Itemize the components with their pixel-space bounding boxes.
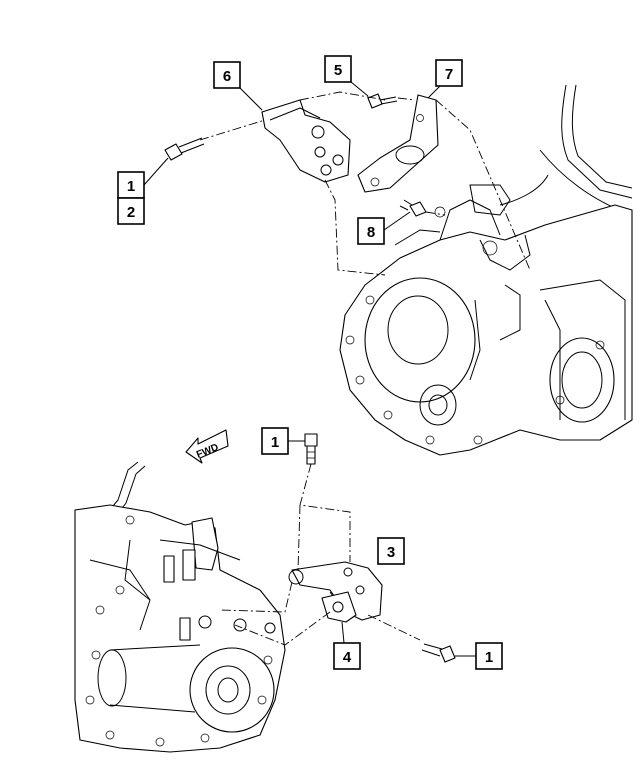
callout-6-leader [239,87,263,111]
lower-assembly-line-4 [234,611,331,646]
callout-5-label: 5 [334,62,342,79]
callout-6-box [213,61,241,89]
callout-5-box [324,55,352,83]
upper-assembly-line-5 [324,179,386,276]
callout-8-label: 8 [367,224,375,241]
callout-4-label: 4 [343,649,352,666]
part-5-bolt [367,93,398,109]
part-6-mount-bracket [261,99,351,183]
part-7-plate [357,94,439,193]
lower-assembly-line-1 [299,463,351,562]
upper-assembly-line-1 [199,119,266,141]
callout-1-top-box [117,171,145,199]
callout-7-leader [427,85,441,99]
lower-assembly-line-5 [367,614,421,641]
part-1-bolt-vertical [304,433,318,465]
lower-assembly-line-2 [297,504,301,571]
fwd-arrow: FWD [185,429,229,464]
upper-assembly-line-2 [299,91,386,101]
callout-8-box [357,217,385,245]
callout-2-box [117,197,145,225]
callout-7-box [435,59,463,87]
callout-1-bottom-box [475,642,503,670]
callout-1-mid-label: 1 [271,434,279,451]
callout-2-label: 2 [127,204,135,221]
callout-1-mid-box [261,427,289,455]
part-8-bolt [399,199,427,217]
callout-3-box [377,537,405,565]
callout-1-top-label: 1 [127,178,135,195]
upper-transaxle [339,84,633,456]
upper-assembly-line-3 [397,97,416,101]
part-1-bolt-bottom [421,643,456,663]
upper-assembly-line-6 [425,211,446,216]
callout-5-leader [350,81,369,97]
callout-1-top-leader [143,157,169,186]
lower-assembly-line-3 [219,581,293,613]
callout-8-leader [383,211,411,231]
callout-4-leader [341,621,345,644]
callout-6-label: 6 [223,68,231,85]
callout-3-label: 3 [387,544,395,561]
callout-7-label: 7 [445,66,453,83]
callout-4-box [333,642,361,670]
lower-transaxle [74,461,286,753]
callout-1-bottom-label: 1 [485,649,493,666]
part-1-bolt-top [164,137,205,161]
